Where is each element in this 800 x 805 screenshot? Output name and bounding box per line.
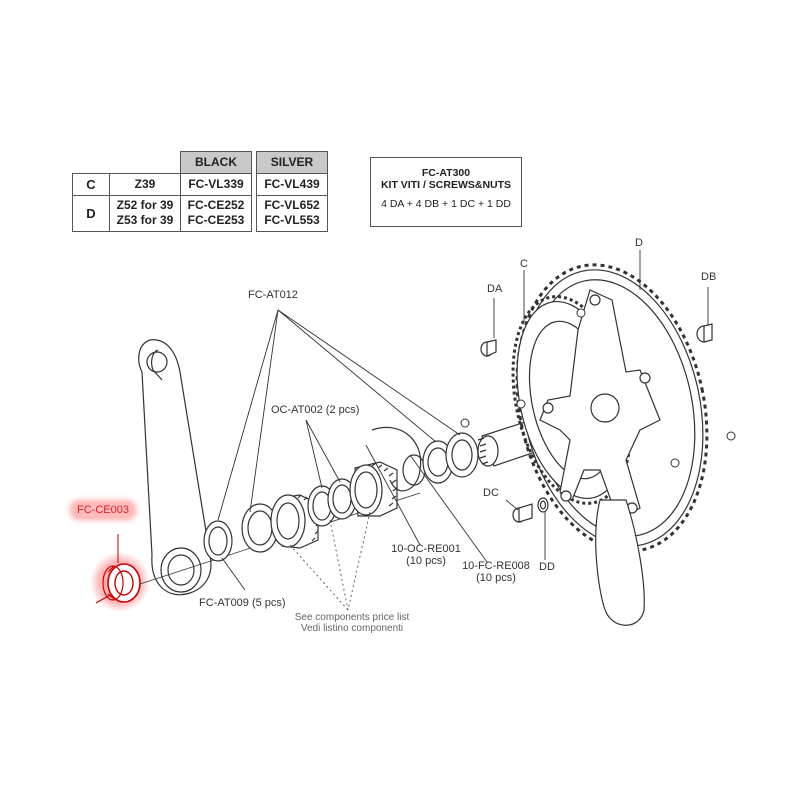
label-db: DB — [701, 271, 717, 283]
label-oc-re001: 10-OC-RE001 (10 pcs) — [386, 543, 466, 567]
row-key: D — [72, 194, 110, 232]
kit-code: FC-AT300 — [421, 167, 471, 179]
teeth-cell: Z39 — [109, 172, 181, 196]
code-line: FC-VL553 — [264, 213, 320, 227]
silver-code-cell: FC-VL439 — [256, 172, 328, 196]
nut-dd — [537, 497, 549, 513]
label-fc-at012: FC-AT012 — [248, 289, 298, 301]
label-oc-re001-code: 10-OC-RE001 — [391, 543, 461, 555]
screw-db — [696, 323, 713, 343]
black-code-cell: FC-VL339 — [180, 172, 252, 196]
kit-contents: 4 DA + 4 DB + 1 DC + 1 DD — [381, 198, 511, 210]
header-black: BLACK — [180, 151, 252, 174]
label-dc: DC — [483, 487, 499, 499]
label-fc-at009: FC-AT009 (5 pcs) — [199, 597, 286, 609]
screw-kit-box: FC-AT300 KIT VITI / SCREWS&NUTS 4 DA + 4… — [370, 157, 522, 227]
fc-ce003-part — [90, 534, 150, 612]
silver-code-cell: FC-VL652 FC-VL553 — [256, 194, 328, 232]
parts-table: BLACK SILVER C Z39 FC-VL339 FC-VL439 D Z… — [72, 151, 328, 232]
table-row: C Z39 FC-VL339 FC-VL439 — [72, 172, 328, 196]
bearing-stack — [203, 426, 479, 562]
black-code-cell: FC-CE252 FC-CE253 — [180, 194, 252, 232]
screw-dc — [512, 503, 533, 523]
see-list-it: Vedi listino componenti — [300, 623, 404, 634]
leader-lines — [217, 250, 709, 591]
screw-da — [480, 339, 497, 357]
code-line: FC-CE253 — [187, 213, 245, 227]
label-da: DA — [487, 283, 503, 295]
highlighted-part-label: FC-CE003 — [73, 503, 133, 517]
row-key: C — [72, 172, 110, 196]
label-fc-re008: 10-FC-RE008 (10 pcs) — [455, 560, 537, 584]
see-list-note: See components price list Vedi listino c… — [290, 612, 414, 634]
teeth-cell: Z52 for 39 Z53 for 39 — [109, 194, 181, 232]
header-silver: SILVER — [256, 151, 328, 174]
left-crank-arm — [138, 339, 212, 596]
code-line: FC-VL652 — [264, 198, 320, 212]
label-oc-re001-qty: (10 pcs) — [406, 555, 446, 567]
label-dd: DD — [539, 561, 555, 573]
label-fc-re008-qty: (10 pcs) — [476, 572, 516, 584]
table-row: D Z52 for 39 Z53 for 39 FC-CE252 FC-CE25… — [72, 194, 328, 232]
see-list-dotted-lines — [289, 511, 371, 611]
label-d: D — [635, 237, 643, 249]
code-line: FC-CE252 — [187, 198, 245, 212]
extra-bolts — [460, 308, 736, 468]
label-fc-re008-code: 10-FC-RE008 — [462, 560, 530, 572]
label-oc-at002: OC-AT002 (2 pcs) — [271, 404, 360, 416]
see-list-en: See components price list — [294, 612, 410, 623]
kit-title: KIT VITI / SCREWS&NUTS — [380, 179, 512, 191]
label-c: C — [520, 258, 528, 270]
spider — [539, 289, 661, 521]
teeth-line: Z53 for 39 — [116, 213, 174, 227]
right-crank-arm — [595, 499, 645, 626]
teeth-line: Z52 for 39 — [116, 198, 174, 212]
